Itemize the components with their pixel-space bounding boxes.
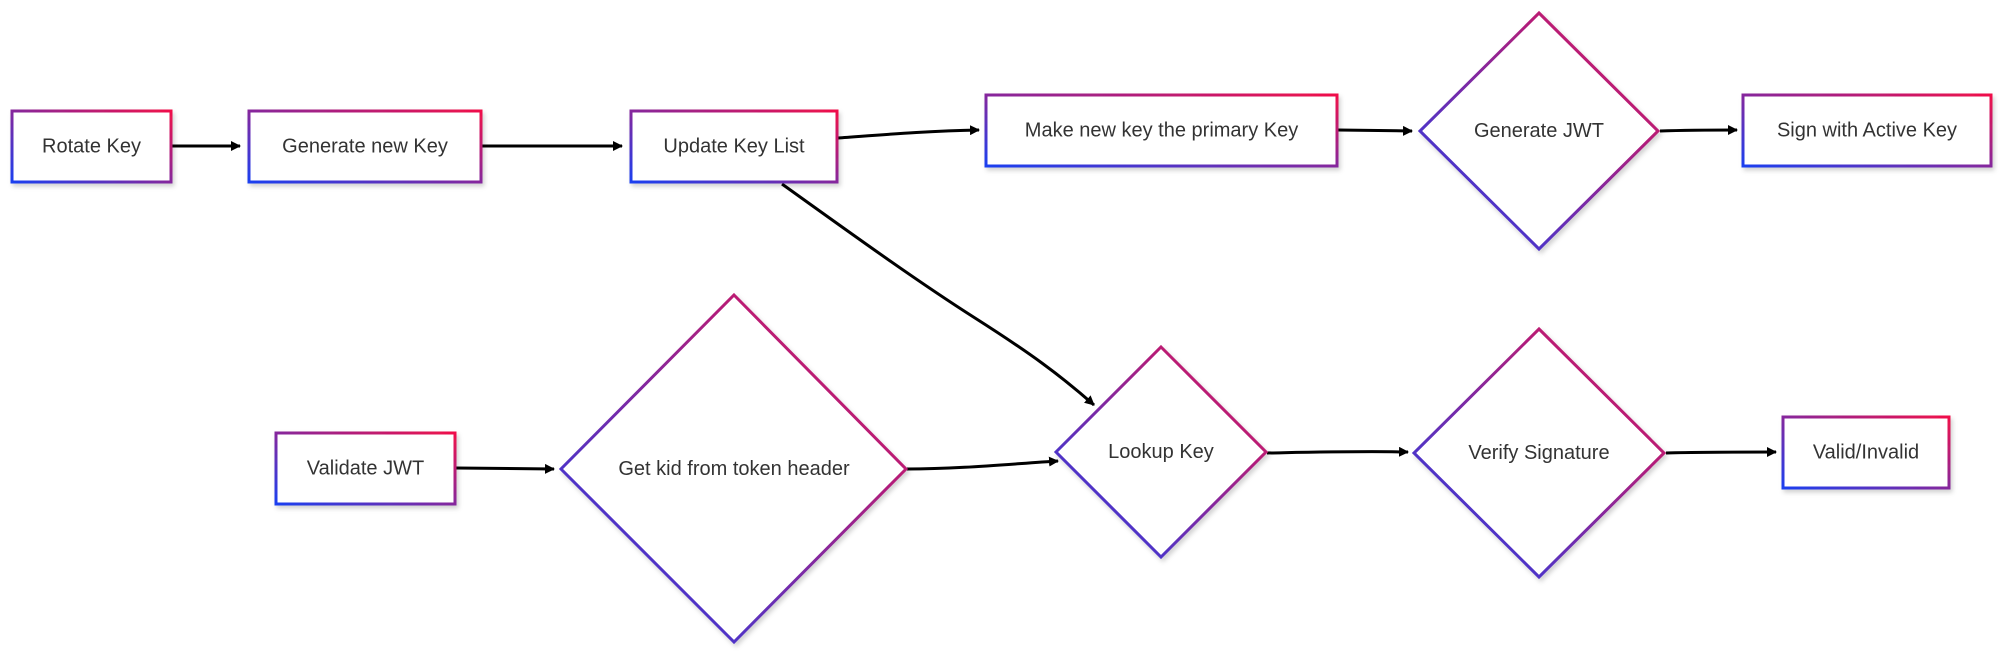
node-make-primary-key[interactable]: Make new key the primary Key (984, 93, 1339, 168)
edge-get-kid-to-lookup (906, 456, 1059, 471)
node-verify-signature-label: Verify Signature (1468, 442, 1609, 464)
node-lookup-key-label: Lookup Key (1108, 441, 1214, 463)
node-rotate-key-label: Rotate Key (42, 136, 141, 158)
edge-verify-to-valid (1665, 447, 1777, 458)
node-update-key-list-label: Update Key List (663, 136, 805, 158)
node-rotate-key[interactable]: Rotate Key (10, 109, 173, 184)
node-valid-invalid-label: Valid/Invalid (1813, 442, 1919, 464)
edge-update-list-to-make-primary (837, 125, 980, 140)
node-valid-invalid[interactable]: Valid/Invalid (1781, 415, 1951, 490)
edge-validate-to-get-kid (455, 463, 555, 474)
node-sign-with-active-key[interactable]: Sign with Active Key (1741, 93, 1993, 168)
node-validate-jwt[interactable]: Validate JWT (274, 431, 457, 506)
node-get-kid-from-token-header-label: Get kid from token header (618, 458, 850, 480)
node-validate-jwt-label: Validate JWT (307, 458, 424, 480)
node-generate-new-key[interactable]: Generate new Key (247, 109, 483, 184)
edge-lookup-to-verify (1266, 446, 1409, 457)
node-generate-jwt-label: Generate JWT (1474, 120, 1604, 142)
node-generate-new-key-label: Generate new Key (282, 136, 448, 158)
edge-update-list-to-lookup (781, 182, 1095, 407)
edge-generate-jwt-to-sign (1659, 125, 1738, 136)
nodes: Rotate Key Generate new Key Update Key L… (10, 10, 1993, 645)
node-generate-jwt[interactable]: Generate JWT (1417, 10, 1661, 252)
node-lookup-key[interactable]: Lookup Key (1053, 344, 1269, 560)
node-make-primary-key-label: Make new key the primary Key (1025, 120, 1298, 142)
node-update-key-list[interactable]: Update Key List (629, 109, 839, 184)
edges (172, 125, 1777, 474)
node-verify-signature[interactable]: Verify Signature (1411, 326, 1667, 580)
node-sign-with-active-key-label: Sign with Active Key (1777, 120, 1957, 142)
edge-make-primary-to-generate-jwt (1337, 125, 1413, 136)
node-get-kid-from-token-header[interactable]: Get kid from token header (558, 292, 909, 645)
